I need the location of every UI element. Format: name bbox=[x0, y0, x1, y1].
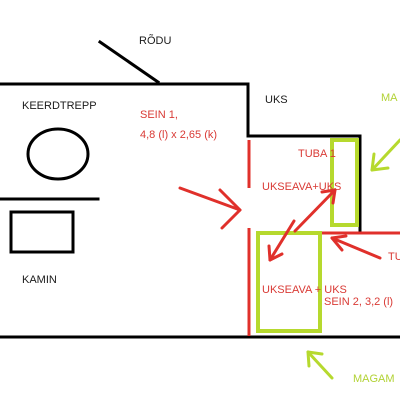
balcony-line bbox=[97, 39, 161, 85]
red-arrow-door-top bbox=[293, 188, 337, 233]
door-opening-top bbox=[330, 138, 359, 227]
label-tu-cut: TU bbox=[388, 251, 400, 263]
label-door-opening-top: UKSEAVA+UKS bbox=[262, 181, 341, 193]
green-arrow-room1 bbox=[370, 138, 400, 172]
fireplace-symbol bbox=[9, 210, 75, 254]
label-wall1-line1: SEIN 1, bbox=[140, 109, 178, 121]
label-ma-cut: MA bbox=[381, 92, 398, 104]
green-arrow-bottom bbox=[306, 350, 334, 380]
door-opening-bottom bbox=[256, 231, 322, 333]
red-arrow-door-bottom bbox=[267, 219, 296, 262]
main-room-wall-top-left bbox=[0, 82, 250, 138]
label-door: UKS bbox=[265, 94, 288, 106]
label-magam-cut: MAGAM bbox=[353, 373, 395, 385]
red-arrow-wall1 bbox=[178, 186, 242, 230]
label-spiral-staircase: KEERDTREPP bbox=[22, 100, 97, 112]
label-door-opening-bottom: UKSEAVA + UKS bbox=[262, 284, 347, 296]
label-wall1-line2: 4,8 (l) x 2,65 (k) bbox=[140, 129, 217, 141]
red-arrow-wall2 bbox=[330, 234, 382, 260]
label-room1: TUBA 1 bbox=[298, 148, 336, 160]
label-fireplace: KAMIN bbox=[22, 274, 57, 286]
spiral-staircase-symbol bbox=[26, 127, 90, 181]
label-wall2: SEIN 2, 3,2 (l) bbox=[324, 296, 393, 308]
label-balcony: RÕDU bbox=[139, 34, 171, 47]
